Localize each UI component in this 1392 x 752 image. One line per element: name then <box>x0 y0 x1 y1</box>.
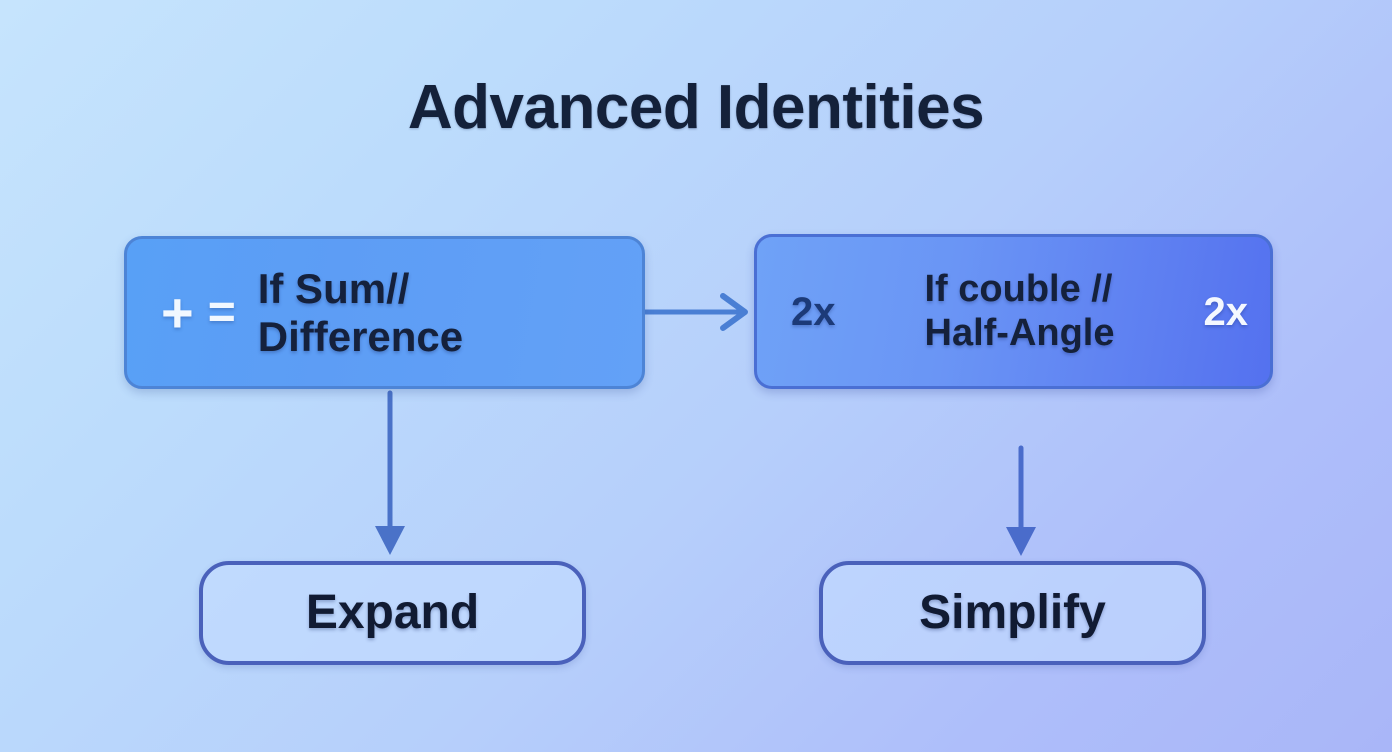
equals-icon: = <box>207 285 236 339</box>
node-expand-label: Expand <box>305 586 480 639</box>
node-sum-difference-line-1: If Sum// <box>257 264 410 312</box>
node-sum-difference-label: If Sum// Difference <box>258 265 463 361</box>
badge-2x-left: 2x <box>791 289 836 334</box>
node-simplify-label: Simplify <box>919 586 1106 639</box>
arrow-sum-difference-to-expand <box>375 390 405 555</box>
node-expand[interactable]: Expand <box>199 561 586 665</box>
plus-icon: + <box>161 280 194 344</box>
node-sum-difference-line-2: Difference <box>257 312 464 360</box>
plus-equals-icon: + = <box>161 280 236 344</box>
node-double-half-angle-line-1: If couble // <box>924 268 1113 311</box>
node-double-half-angle-line-2: Half-Angle <box>924 311 1115 354</box>
node-double-half-angle[interactable]: 2x If couble // Half-Angle 2x <box>754 234 1273 389</box>
badge-2x-right: 2x <box>1203 289 1249 334</box>
page-title: Advanced Identities <box>407 73 985 142</box>
node-double-half-angle-label: If couble // Half-Angle <box>925 268 1115 355</box>
arrow-sum-difference-to-double-half-angle <box>642 293 748 331</box>
node-simplify[interactable]: Simplify <box>819 561 1206 665</box>
arrow-double-half-angle-to-simplify <box>1006 445 1036 556</box>
node-sum-difference[interactable]: + = If Sum// Difference <box>124 236 645 389</box>
